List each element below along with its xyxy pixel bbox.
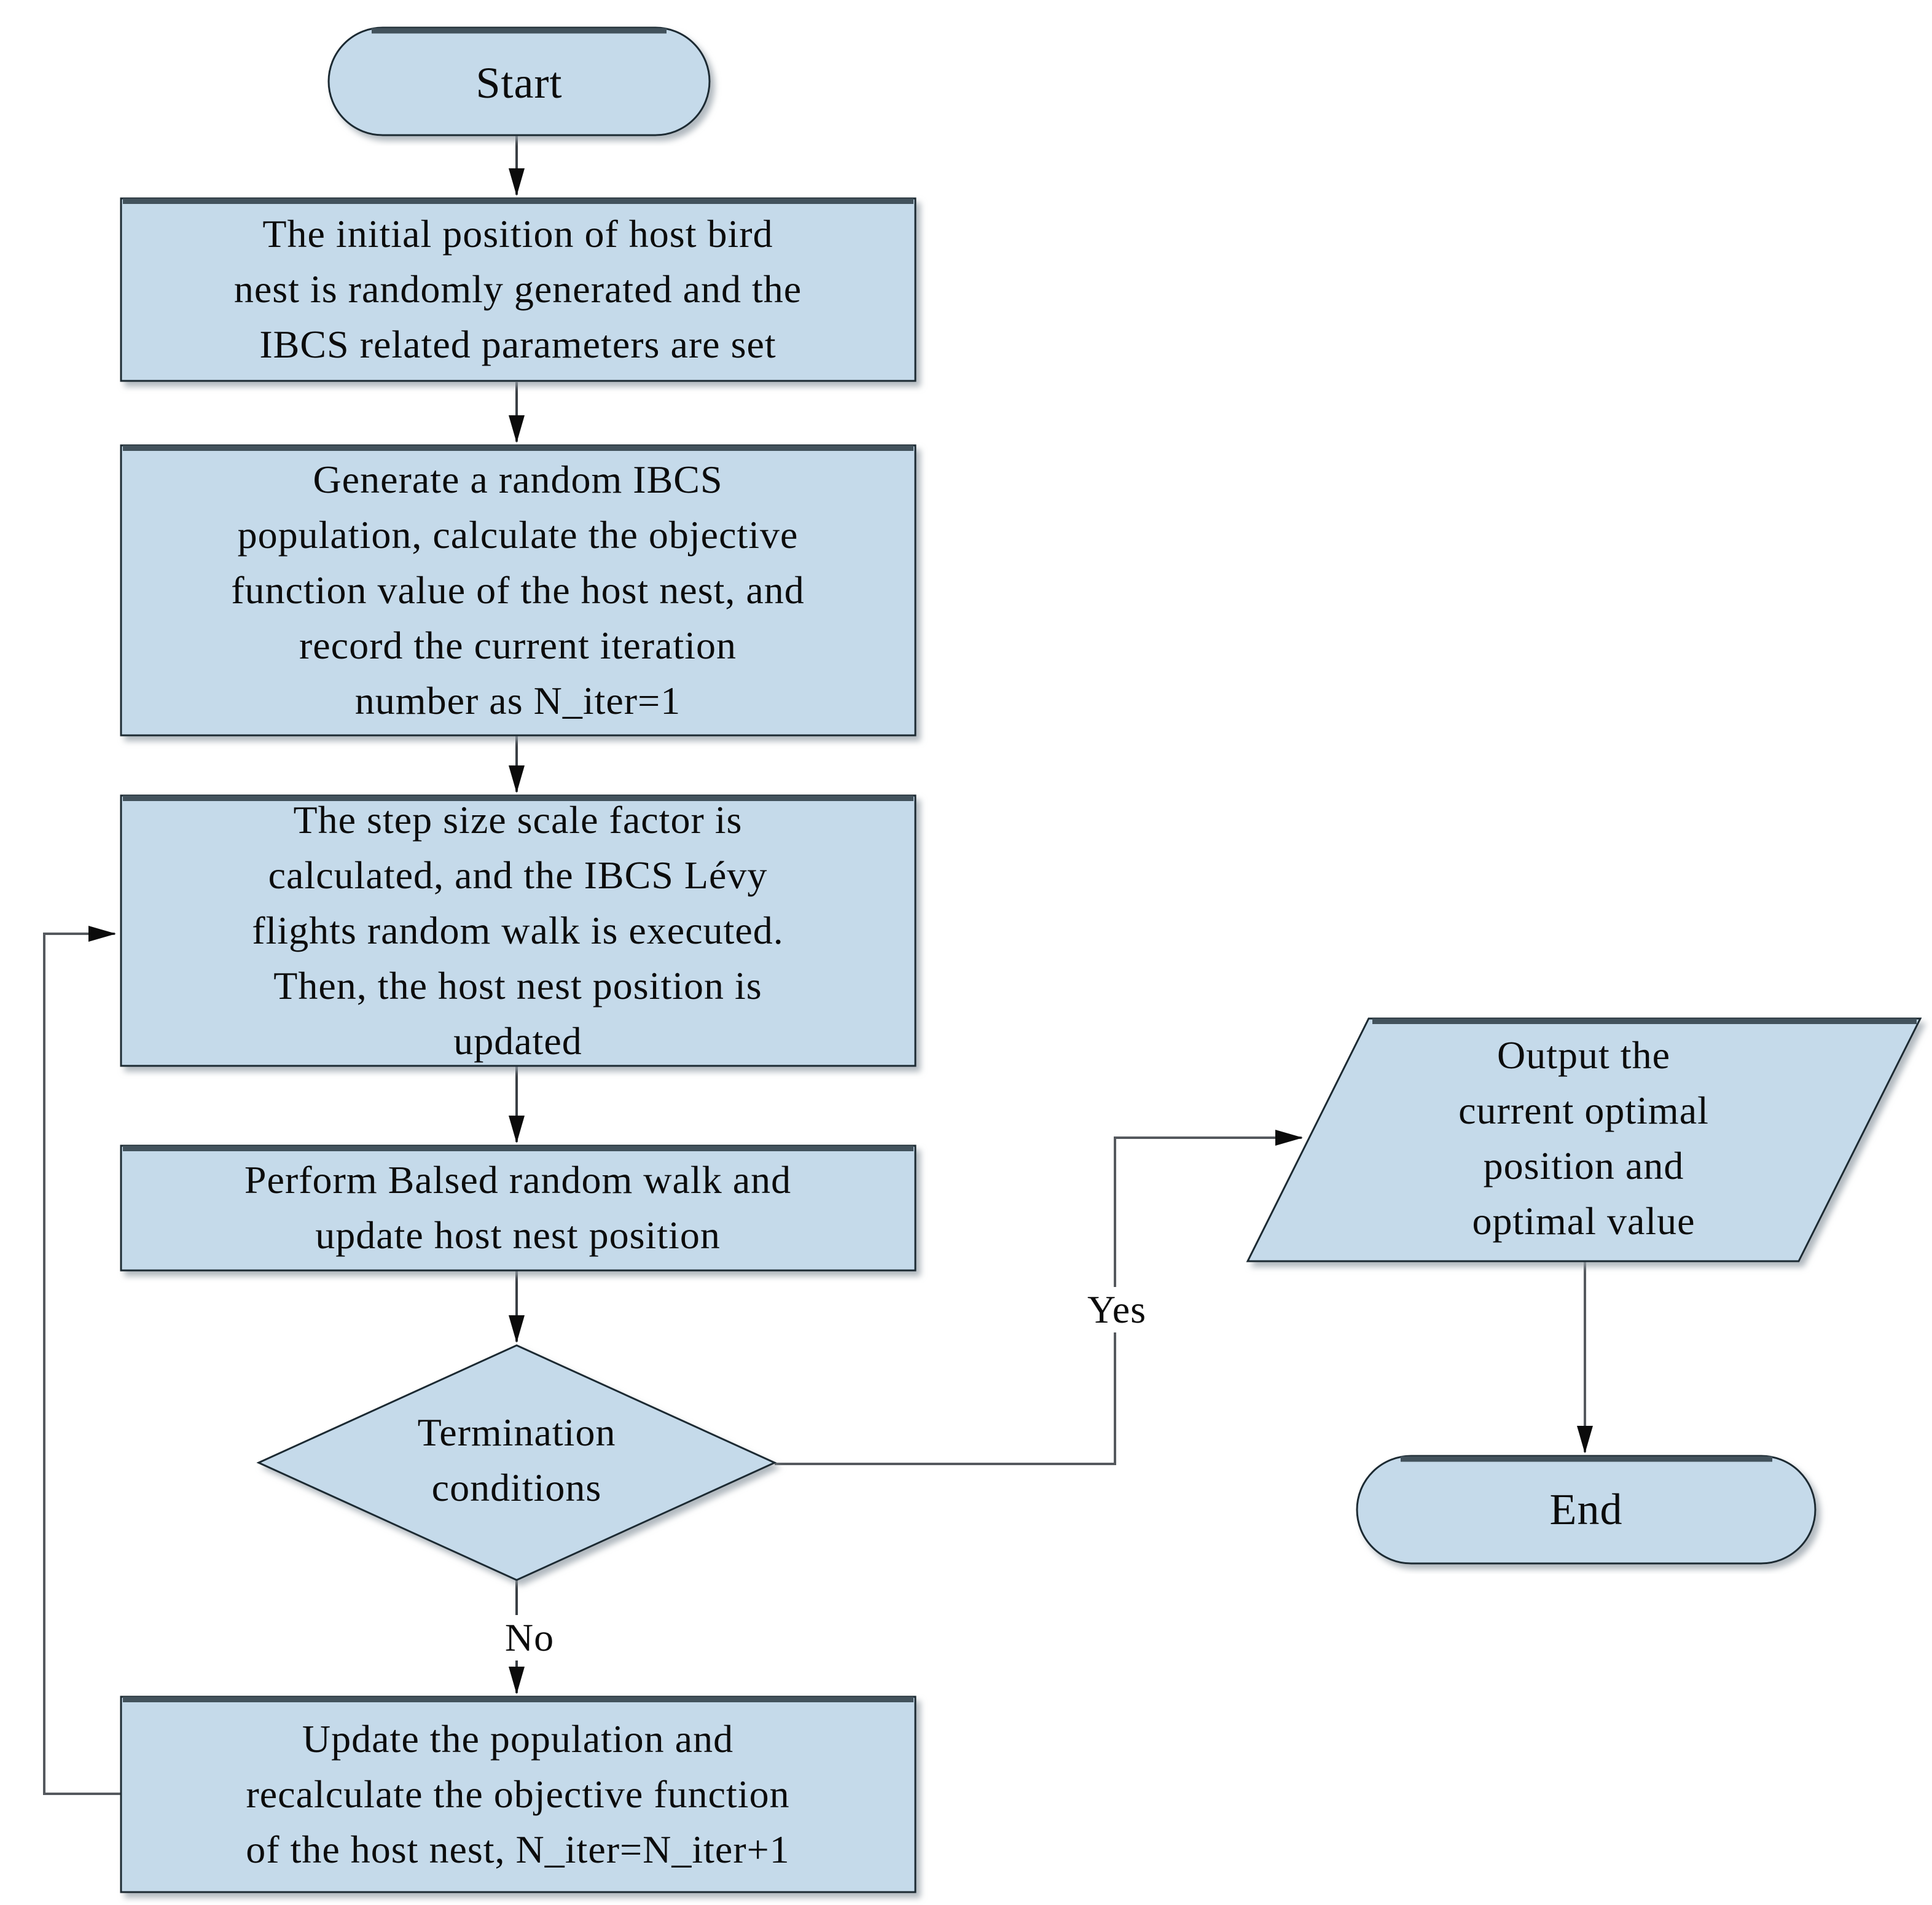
start-node-shape xyxy=(327,26,711,136)
update-node-shape xyxy=(120,1696,917,1893)
levy-node-label: The step size scale factor is calculated… xyxy=(252,798,784,1063)
termination-decision-label: Termination conditions xyxy=(417,1410,616,1509)
balsed-node-label: Perform Balsed random walk and update ho… xyxy=(244,1158,792,1257)
end-node-label: End xyxy=(1549,1485,1623,1534)
yes-branch-label: Yes xyxy=(1082,1287,1152,1332)
generate-node-label: Generate a random IBCS population, calcu… xyxy=(231,458,805,722)
nodes xyxy=(120,26,1922,1893)
termination-decision-shape xyxy=(256,1344,777,1581)
generate-node-shape xyxy=(120,444,917,737)
end-node-shape xyxy=(1356,1455,1817,1565)
init-node-label: The initial position of host bird nest i… xyxy=(233,212,802,366)
start-node-label: Start xyxy=(475,58,563,108)
update-node-label: Update the population and recalculate th… xyxy=(246,1717,790,1871)
no-branch-label: No xyxy=(499,1615,560,1661)
output-node-label: Output the current optimal position and … xyxy=(1458,1033,1709,1243)
top-bevel-bands xyxy=(123,28,1917,1702)
edge-update-to-levy-feedback xyxy=(43,926,121,1795)
init-node-shape xyxy=(120,197,917,382)
